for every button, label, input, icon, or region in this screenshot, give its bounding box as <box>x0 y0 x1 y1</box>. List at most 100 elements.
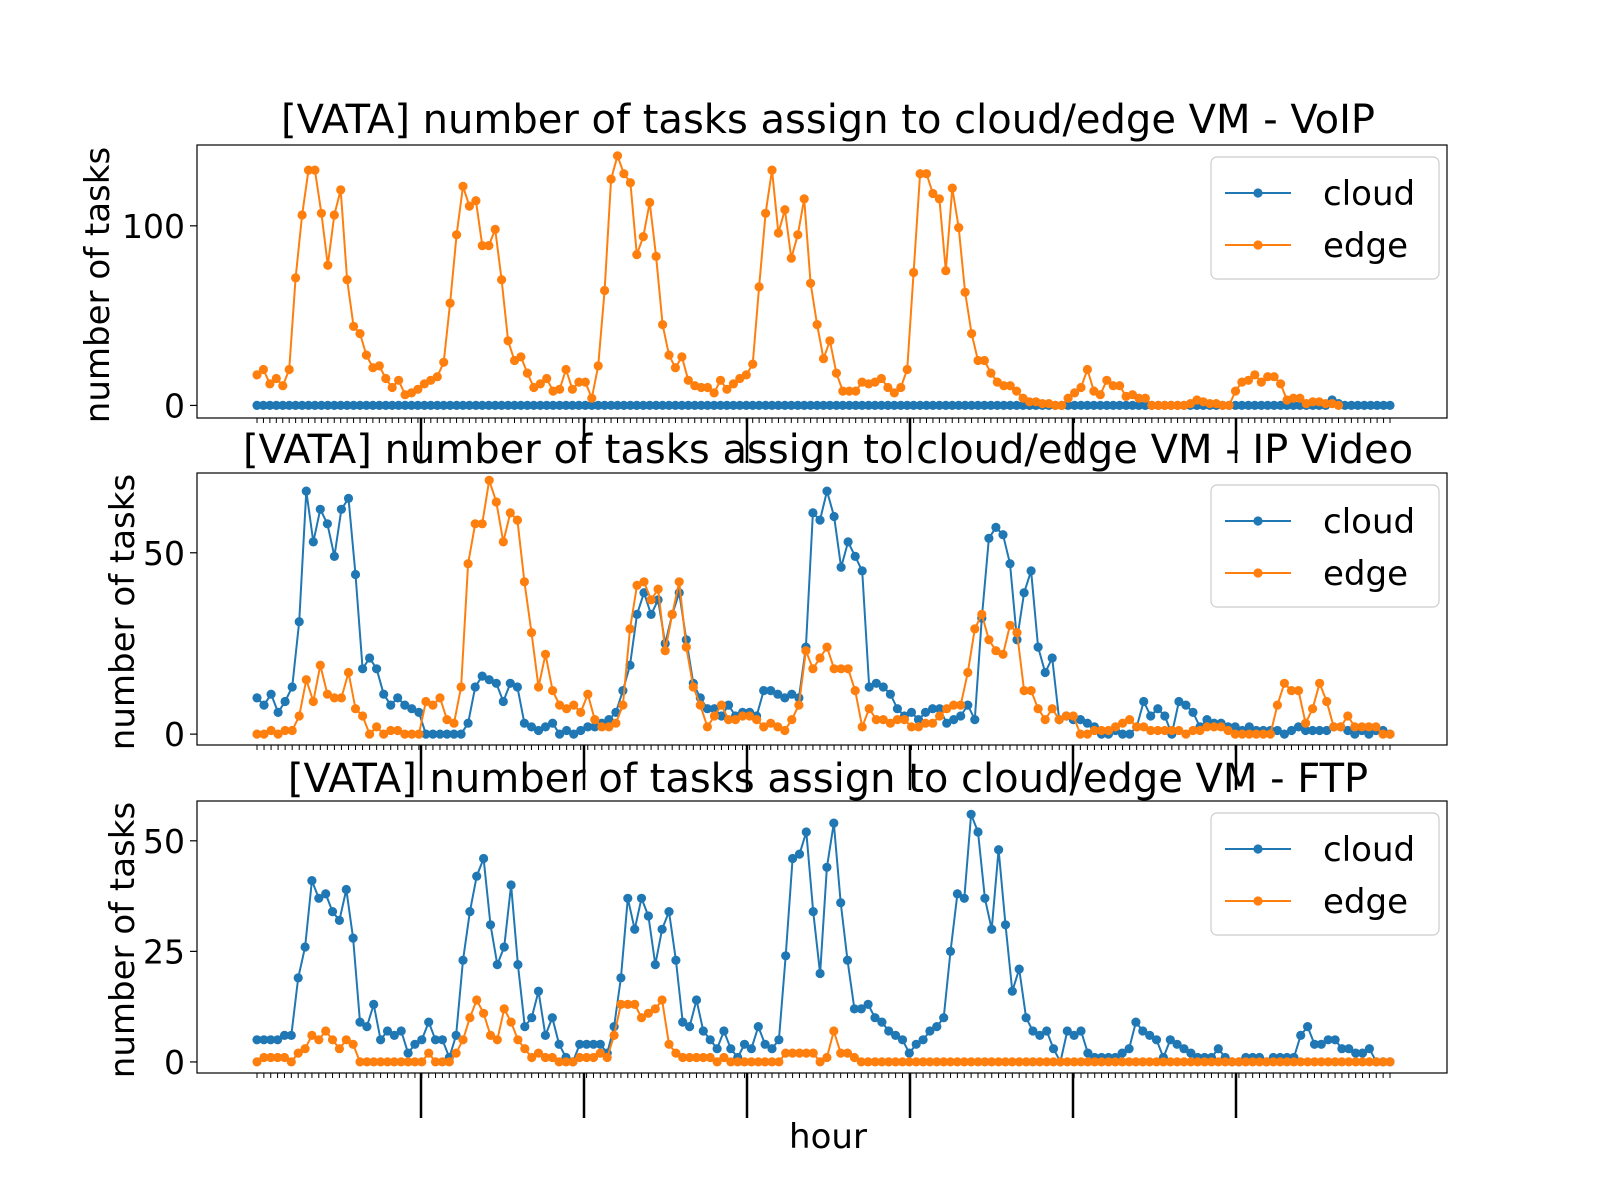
edge-point <box>793 230 803 240</box>
cloud-point <box>877 1017 887 1027</box>
cloud-point <box>1069 1030 1079 1040</box>
edge-point <box>658 320 668 330</box>
edge-point <box>574 377 584 387</box>
cloud-point <box>1127 400 1138 410</box>
edge-point <box>595 1048 605 1058</box>
cloud-point <box>781 951 791 961</box>
cloud-point <box>1138 1026 1148 1036</box>
edge-point <box>1337 1057 1347 1067</box>
edge-point <box>343 667 354 678</box>
edge-point <box>1026 686 1036 696</box>
edge-point <box>664 1039 674 1049</box>
edge-point <box>393 725 403 736</box>
cloud-point <box>999 400 1009 410</box>
cloud-point <box>671 955 681 965</box>
cloud-point <box>812 400 822 410</box>
edge-point <box>625 624 635 634</box>
edge-point <box>677 352 687 362</box>
edge-point <box>484 241 494 251</box>
edge-point <box>681 642 691 652</box>
edge-point <box>1251 729 1261 739</box>
cloud-point <box>952 889 963 899</box>
edge-point <box>728 379 739 389</box>
cloud-point <box>1125 729 1135 739</box>
edge-point <box>909 267 919 278</box>
cloud-point <box>406 400 417 410</box>
edge-point <box>297 210 307 220</box>
edge-point <box>301 675 311 685</box>
cloud-point <box>986 400 996 410</box>
cloud-point <box>491 678 501 688</box>
cloud-point <box>748 400 758 410</box>
edge-point <box>618 700 628 710</box>
cloud-point <box>503 400 513 410</box>
edge-point <box>362 1057 372 1067</box>
edge-point <box>1195 725 1205 736</box>
edge-point <box>1275 1057 1285 1067</box>
cloud-point <box>1102 400 1112 410</box>
edge-point <box>387 382 397 393</box>
edge-point <box>788 1048 798 1058</box>
x-axis <box>419 418 1238 1118</box>
edge-point <box>871 715 881 725</box>
cloud-point <box>808 508 818 518</box>
cloud-point <box>630 924 640 934</box>
edge-point <box>1063 393 1073 403</box>
voip-ylabel: number of tasks <box>78 147 118 423</box>
cloud-point <box>1269 400 1279 410</box>
cloud-point <box>297 400 307 410</box>
cloud-point <box>843 537 853 547</box>
edge-point <box>904 1057 914 1067</box>
cloud-point <box>1165 1035 1175 1045</box>
edge-point <box>1293 686 1304 696</box>
legend-marker-edge <box>1253 896 1263 906</box>
cloud-point <box>595 1039 605 1049</box>
edge-point <box>522 368 533 378</box>
cloud-point <box>379 689 389 699</box>
edge-point <box>435 693 445 703</box>
cloud-point <box>1146 711 1156 721</box>
edge-point <box>1019 686 1029 696</box>
cloud-point <box>490 400 500 410</box>
edge-point <box>424 1048 434 1058</box>
cloud-point <box>567 400 578 410</box>
edge-point <box>691 1052 702 1063</box>
edge-point <box>464 201 474 211</box>
cloud-point <box>413 400 423 410</box>
edge-point <box>1250 370 1260 380</box>
edge-series <box>252 475 1395 739</box>
cloud-point <box>825 400 835 410</box>
edge-point <box>896 382 906 393</box>
cloud-point <box>1095 400 1105 410</box>
cloud-point <box>892 704 903 714</box>
cloud-point <box>818 400 829 410</box>
cloud-point <box>396 1026 406 1036</box>
cloud-point <box>587 400 597 410</box>
cloud-point <box>885 689 896 699</box>
edge-point <box>891 1057 901 1067</box>
cloud-point <box>904 1048 914 1058</box>
edge-point <box>1308 397 1318 407</box>
edge-point <box>349 321 359 331</box>
edge-point <box>838 386 848 396</box>
cloud-point <box>1082 718 1092 728</box>
cloud-point <box>928 400 938 410</box>
cloud-point <box>766 686 776 696</box>
legend-marker-cloud <box>1253 188 1263 198</box>
edge-point <box>1295 393 1305 403</box>
cloud-point <box>280 696 290 707</box>
cloud-point <box>1134 400 1144 410</box>
edge-point <box>503 336 513 346</box>
edge-point <box>1181 729 1191 739</box>
edge-point <box>918 1057 928 1067</box>
cloud-point <box>954 400 964 410</box>
edge-point <box>547 1052 557 1063</box>
edge-point <box>1158 1057 1168 1067</box>
cloud-point <box>773 689 783 699</box>
cloud-point <box>417 1035 427 1045</box>
cloud-point <box>1343 725 1353 736</box>
cloud-point <box>365 653 375 663</box>
cloud-point <box>301 486 311 496</box>
cloud-point <box>857 400 867 410</box>
cloud-point <box>719 1026 729 1036</box>
